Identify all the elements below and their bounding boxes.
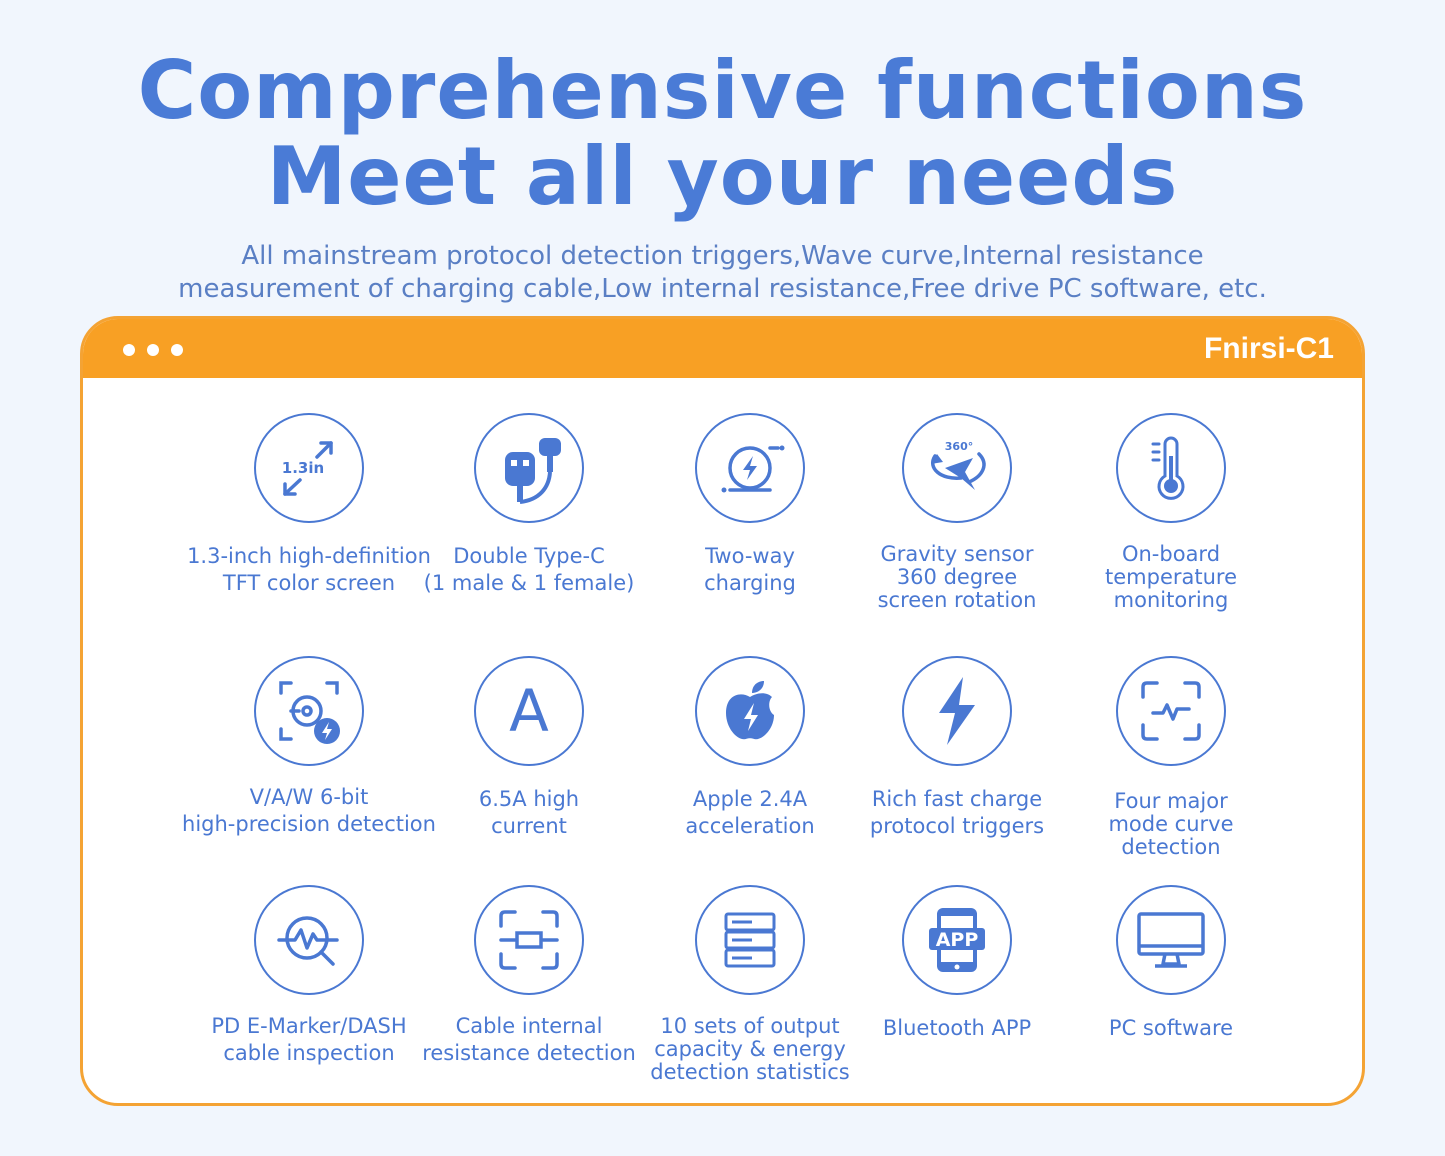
feature-label-line: Bluetooth APP [882, 1016, 1032, 1040]
svg-text:A: A [509, 677, 549, 745]
feature-label-line: cable inspection [223, 1041, 395, 1065]
feature-label: PC software [1041, 1015, 1301, 1042]
feature-item: Cable internal resistance detection [399, 885, 659, 1085]
feature-item: Rich fast charge protocol triggers [827, 656, 1087, 856]
lightning-icon [902, 656, 1012, 766]
feature-label-line: 360 degree [896, 565, 1018, 589]
feature-label: Rich fast charge protocol triggers [827, 786, 1087, 840]
feature-label-line: mode curve [1108, 812, 1234, 836]
feature-label-line: Double Type-C [453, 544, 605, 568]
screen-size-icon: 1.3in [254, 413, 364, 523]
feature-label-line: screen rotation [877, 588, 1037, 612]
curve-scan-icon [1116, 656, 1226, 766]
feature-label-line: Apple 2.4A [692, 787, 808, 811]
ampere-icon: A [474, 656, 584, 766]
feature-label-line: protocol triggers [869, 814, 1045, 838]
feature-item: Double Type-C (1 male & 1 female) [399, 413, 659, 613]
window-dot [147, 344, 159, 356]
feature-label-line: On-board [1121, 542, 1221, 566]
feature-item: Apple 2.4A acceleration [620, 656, 880, 856]
feature-label-line: detection statistics [650, 1060, 850, 1084]
rotation-icon: 360° [902, 413, 1012, 523]
subline-line-2: measurement of charging cable,Low intern… [178, 274, 1267, 304]
feature-label: Two-way charging [620, 543, 880, 597]
svg-text:360°: 360° [945, 440, 973, 453]
feature-item: PC software [1041, 885, 1301, 1085]
apple-charge-icon [695, 656, 805, 766]
thermometer-icon [1116, 413, 1226, 523]
card-title-bar: Fnirsi-C1 [83, 319, 1362, 378]
feature-label-line: Cable internal [455, 1014, 603, 1038]
feature-label-line: TFT color screen [222, 571, 396, 595]
feature-item: A 6.5A high current [399, 656, 659, 856]
headline-line-1: Comprehensive functions [137, 44, 1308, 137]
feature-label: Bluetooth APP [827, 1015, 1087, 1042]
feature-item: APP Bluetooth APP [827, 885, 1087, 1085]
feature-label-line: charging [704, 571, 796, 595]
feature-label: PD E-Marker/DASH cable inspection [179, 1013, 439, 1067]
feature-label-line: (1 male & 1 female) [423, 571, 635, 595]
feature-label-line: Two-way [705, 544, 795, 568]
feature-label-line: Four major [1114, 789, 1228, 813]
svg-text:1.3in: 1.3in [282, 459, 324, 477]
feature-label-line: detection [1121, 835, 1221, 859]
feature-item: PD E-Marker/DASH cable inspection [179, 885, 439, 1085]
feature-label: Apple 2.4A acceleration [620, 786, 880, 840]
feature-label-line: monitoring [1113, 588, 1229, 612]
monitor-icon [1116, 885, 1226, 995]
feature-label-line: V/A/W 6-bit [249, 785, 369, 809]
feature-label-line: Rich fast charge [871, 787, 1043, 811]
feature-label-line: PC software [1108, 1016, 1234, 1040]
feature-label-line: Gravity sensor [880, 542, 1034, 566]
data-stack-icon [695, 885, 805, 995]
feature-label-line: resistance detection [422, 1041, 636, 1065]
feature-label-line: capacity & energy [654, 1037, 846, 1061]
subline-line-1: All mainstream protocol detection trigge… [241, 241, 1204, 271]
feature-label-line: acceleration [685, 814, 815, 838]
feature-item: V/A/W 6-bit high-precision detection [179, 656, 439, 856]
feature-label-line: temperature [1105, 565, 1237, 589]
feature-item: Two-way charging [620, 413, 880, 613]
subline: All mainstream protocol detection trigge… [0, 240, 1445, 306]
headline-line-2: Meet all your needs [266, 130, 1179, 223]
cable-inspect-icon [254, 885, 364, 995]
precision-detection-icon [254, 656, 364, 766]
headline: Comprehensive functions Meet all your ne… [0, 48, 1445, 220]
svg-text:APP: APP [936, 929, 979, 951]
resistance-scan-icon [474, 885, 584, 995]
feature-label: Double Type-C (1 male & 1 female) [399, 543, 659, 597]
type-c-plug-icon [474, 413, 584, 523]
feature-label: Cable internal resistance detection [399, 1013, 659, 1067]
feature-label-line: high-precision detection [182, 812, 436, 836]
feature-label-line: current [491, 814, 567, 838]
window-dot [123, 344, 135, 356]
two-way-charging-icon [695, 413, 805, 523]
feature-label-line: 1.3-inch high-definition [187, 544, 431, 568]
feature-label-line: 10 sets of output [660, 1014, 840, 1038]
app-phone-icon: APP [902, 885, 1012, 995]
window-dot [171, 344, 183, 356]
feature-label-line: PD E-Marker/DASH [211, 1014, 407, 1038]
brand-title: Fnirsi-C1 [1203, 332, 1334, 365]
feature-label-line: 6.5A high [478, 787, 580, 811]
feature-label: V/A/W 6-bit high-precision detection [179, 784, 439, 838]
feature-label: 6.5A high current [399, 786, 659, 840]
